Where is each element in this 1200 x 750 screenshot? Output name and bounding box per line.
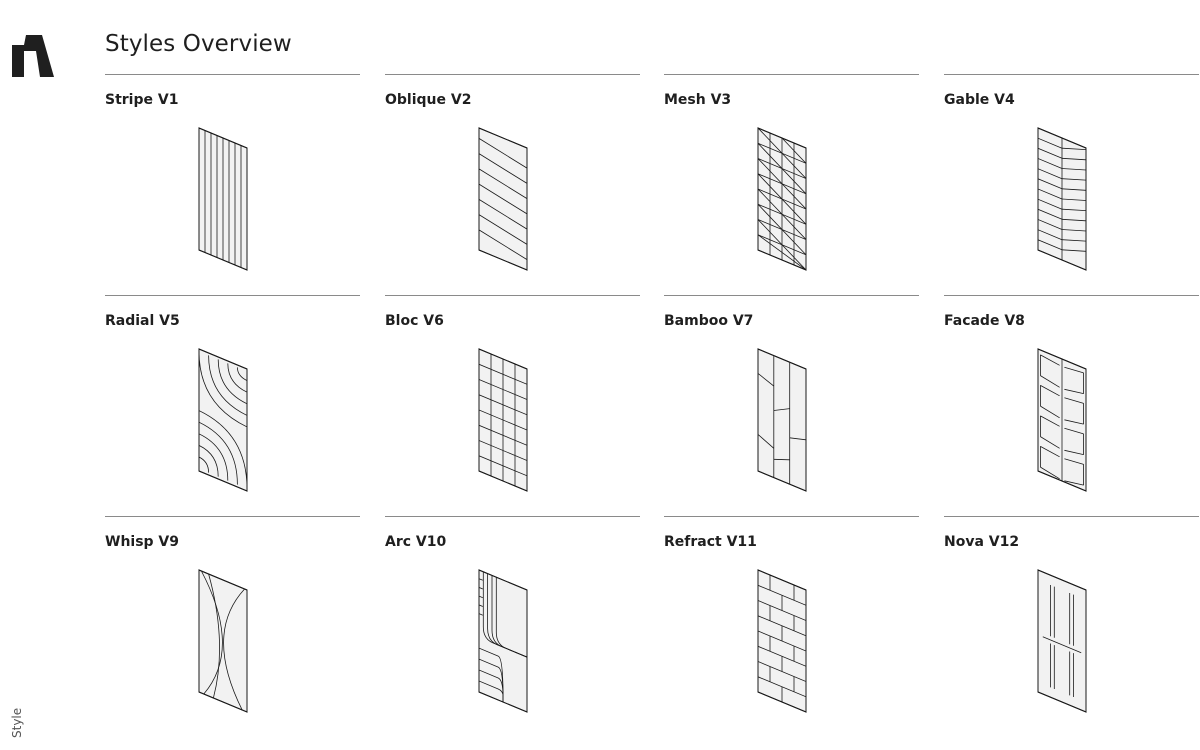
divider — [664, 74, 919, 75]
facade-pattern-icon — [1034, 345, 1114, 505]
style-name: Oblique V2 — [385, 92, 472, 108]
style-name: Radial V5 — [105, 313, 180, 329]
mesh-pattern-icon — [754, 124, 834, 284]
brand-logo-icon — [12, 35, 54, 77]
style-card-3[interactable]: Mesh V3 — [664, 74, 919, 295]
divider — [385, 74, 640, 75]
page-title: Styles Overview — [105, 31, 292, 57]
style-card-1[interactable]: Stripe V1 — [105, 74, 360, 295]
nova-pattern-icon — [1034, 566, 1114, 726]
divider — [385, 516, 640, 517]
radial-pattern-icon — [195, 345, 275, 505]
style-name: Bloc V6 — [385, 313, 444, 329]
divider — [944, 295, 1199, 296]
style-name: Stripe V1 — [105, 92, 179, 108]
style-card-8[interactable]: Facade V8 — [944, 295, 1199, 516]
style-name: Arc V10 — [385, 534, 447, 550]
style-name: Mesh V3 — [664, 92, 732, 108]
style-name: Nova V12 — [944, 534, 1020, 550]
style-card-12[interactable]: Nova V12 — [944, 516, 1199, 737]
style-card-7[interactable]: Bamboo V7 — [664, 295, 919, 516]
divider — [664, 516, 919, 517]
refract-pattern-icon — [754, 566, 834, 726]
style-card-2[interactable]: Oblique V2 — [385, 74, 640, 295]
arc-pattern-icon — [475, 566, 555, 726]
style-card-10[interactable]: Arc V10 — [385, 516, 640, 737]
style-card-4[interactable]: Gable V4 — [944, 74, 1199, 295]
style-name: Gable V4 — [944, 92, 1015, 108]
bamboo-pattern-icon — [754, 345, 834, 505]
divider — [944, 74, 1199, 75]
style-name: Refract V11 — [664, 534, 757, 550]
style-name: Bamboo V7 — [664, 313, 754, 329]
style-name: Whisp V9 — [105, 534, 180, 550]
oblique-pattern-icon — [475, 124, 555, 284]
divider — [105, 295, 360, 296]
divider — [385, 295, 640, 296]
style-card-6[interactable]: Bloc V6 — [385, 295, 640, 516]
divider — [944, 516, 1199, 517]
divider — [105, 516, 360, 517]
style-card-9[interactable]: Whisp V9 — [105, 516, 360, 737]
bloc-pattern-icon — [475, 345, 555, 505]
style-card-11[interactable]: Refract V11 — [664, 516, 919, 737]
gable-pattern-icon — [1034, 124, 1114, 284]
style-name: Facade V8 — [944, 313, 1025, 329]
stripe-pattern-icon — [195, 124, 275, 284]
divider — [664, 295, 919, 296]
divider — [105, 74, 360, 75]
style-card-5[interactable]: Radial V5 — [105, 295, 360, 516]
whisp-pattern-icon — [195, 566, 275, 726]
